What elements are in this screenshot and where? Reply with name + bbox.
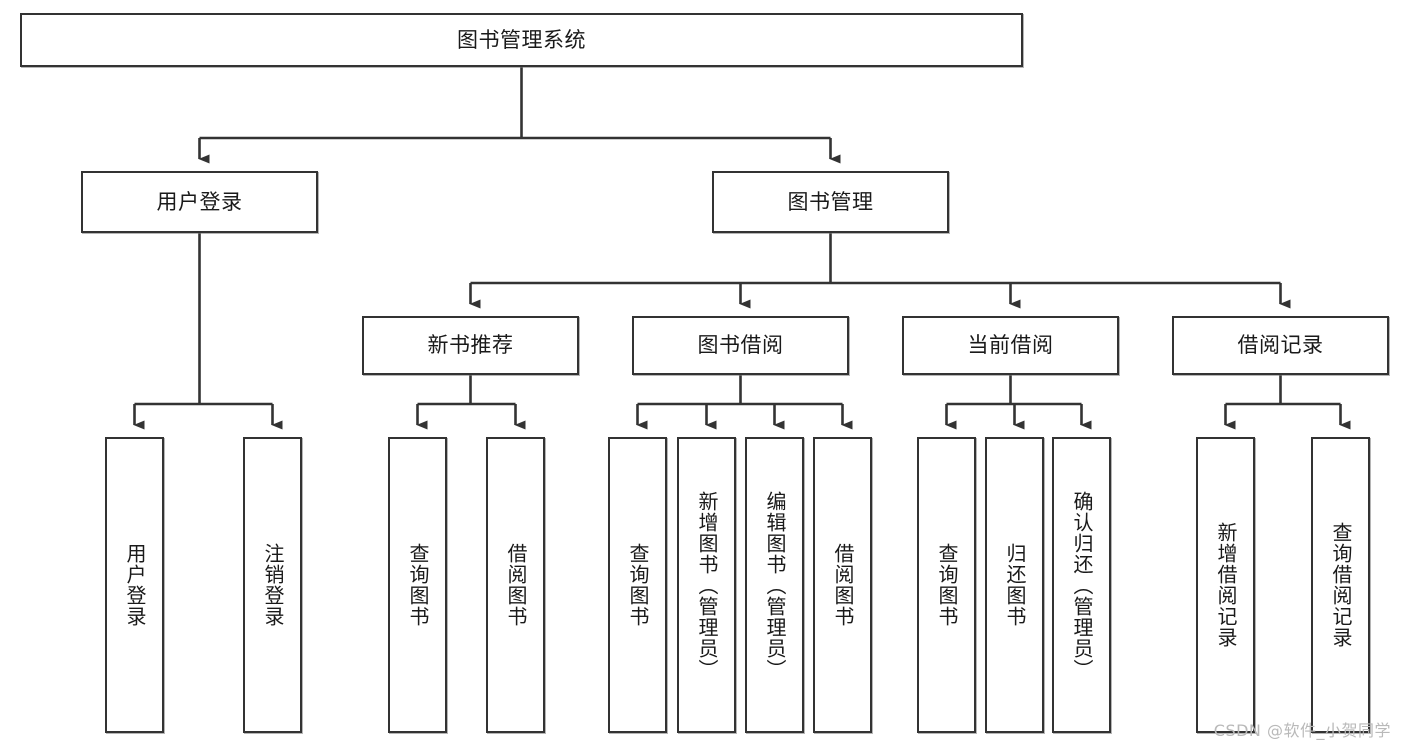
node-label-leaf11: 确认归还（管理员） [1070, 490, 1094, 680]
node-label-l3c: 当前借阅 [967, 333, 1054, 358]
node-box-l2b: 图书管理 [712, 171, 949, 233]
node-label-leaf9: 查询图书 [935, 543, 959, 627]
node-label-leaf4: 借阅图书 [504, 543, 528, 627]
node-box-leaf1: 用户登录 [105, 437, 164, 733]
node-box-leaf4: 借阅图书 [486, 437, 545, 733]
node-box-l3c: 当前借阅 [902, 316, 1119, 375]
node-box-leaf9: 查询图书 [917, 437, 976, 733]
node-box-leaf2: 注销登录 [243, 437, 302, 733]
node-box-leaf8: 借阅图书 [813, 437, 872, 733]
node-box-leaf7: 编辑图书（管理员） [745, 437, 804, 733]
node-label-leaf10: 归还图书 [1003, 543, 1027, 627]
node-label-l2a: 用户登录 [156, 189, 243, 214]
node-label-leaf8: 借阅图书 [831, 543, 855, 627]
node-label-leaf3: 查询图书 [406, 543, 430, 627]
node-box-root: 图书管理系统 [20, 13, 1023, 67]
node-label-leaf7: 编辑图书（管理员） [763, 490, 787, 680]
node-box-l3d: 借阅记录 [1172, 316, 1389, 375]
node-box-leaf10: 归还图书 [985, 437, 1044, 733]
node-label-root: 图书管理系统 [457, 27, 586, 52]
node-box-leaf3: 查询图书 [388, 437, 447, 733]
node-box-leaf6: 新增图书（管理员） [677, 437, 736, 733]
node-label-leaf13: 查询借阅记录 [1329, 522, 1353, 648]
node-box-leaf11: 确认归还（管理员） [1052, 437, 1111, 733]
node-label-leaf12: 新增借阅记录 [1214, 522, 1238, 648]
node-label-leaf6: 新增图书（管理员） [695, 490, 719, 680]
node-box-l3b: 图书借阅 [632, 316, 849, 375]
node-label-leaf2: 注销登录 [261, 543, 285, 627]
node-box-leaf12: 新增借阅记录 [1196, 437, 1255, 733]
node-label-l3d: 借阅记录 [1237, 333, 1324, 358]
node-box-l2a: 用户登录 [81, 171, 318, 233]
node-label-l2b: 图书管理 [787, 189, 874, 214]
node-box-leaf13: 查询借阅记录 [1311, 437, 1370, 733]
node-label-l3a: 新书推荐 [427, 333, 514, 358]
node-box-l3a: 新书推荐 [362, 316, 579, 375]
node-label-leaf5: 查询图书 [626, 543, 650, 627]
node-label-leaf1: 用户登录 [123, 543, 147, 627]
connector-group [133, 67, 1351, 430]
node-label-l3b: 图书借阅 [697, 333, 784, 358]
node-box-leaf5: 查询图书 [608, 437, 667, 733]
